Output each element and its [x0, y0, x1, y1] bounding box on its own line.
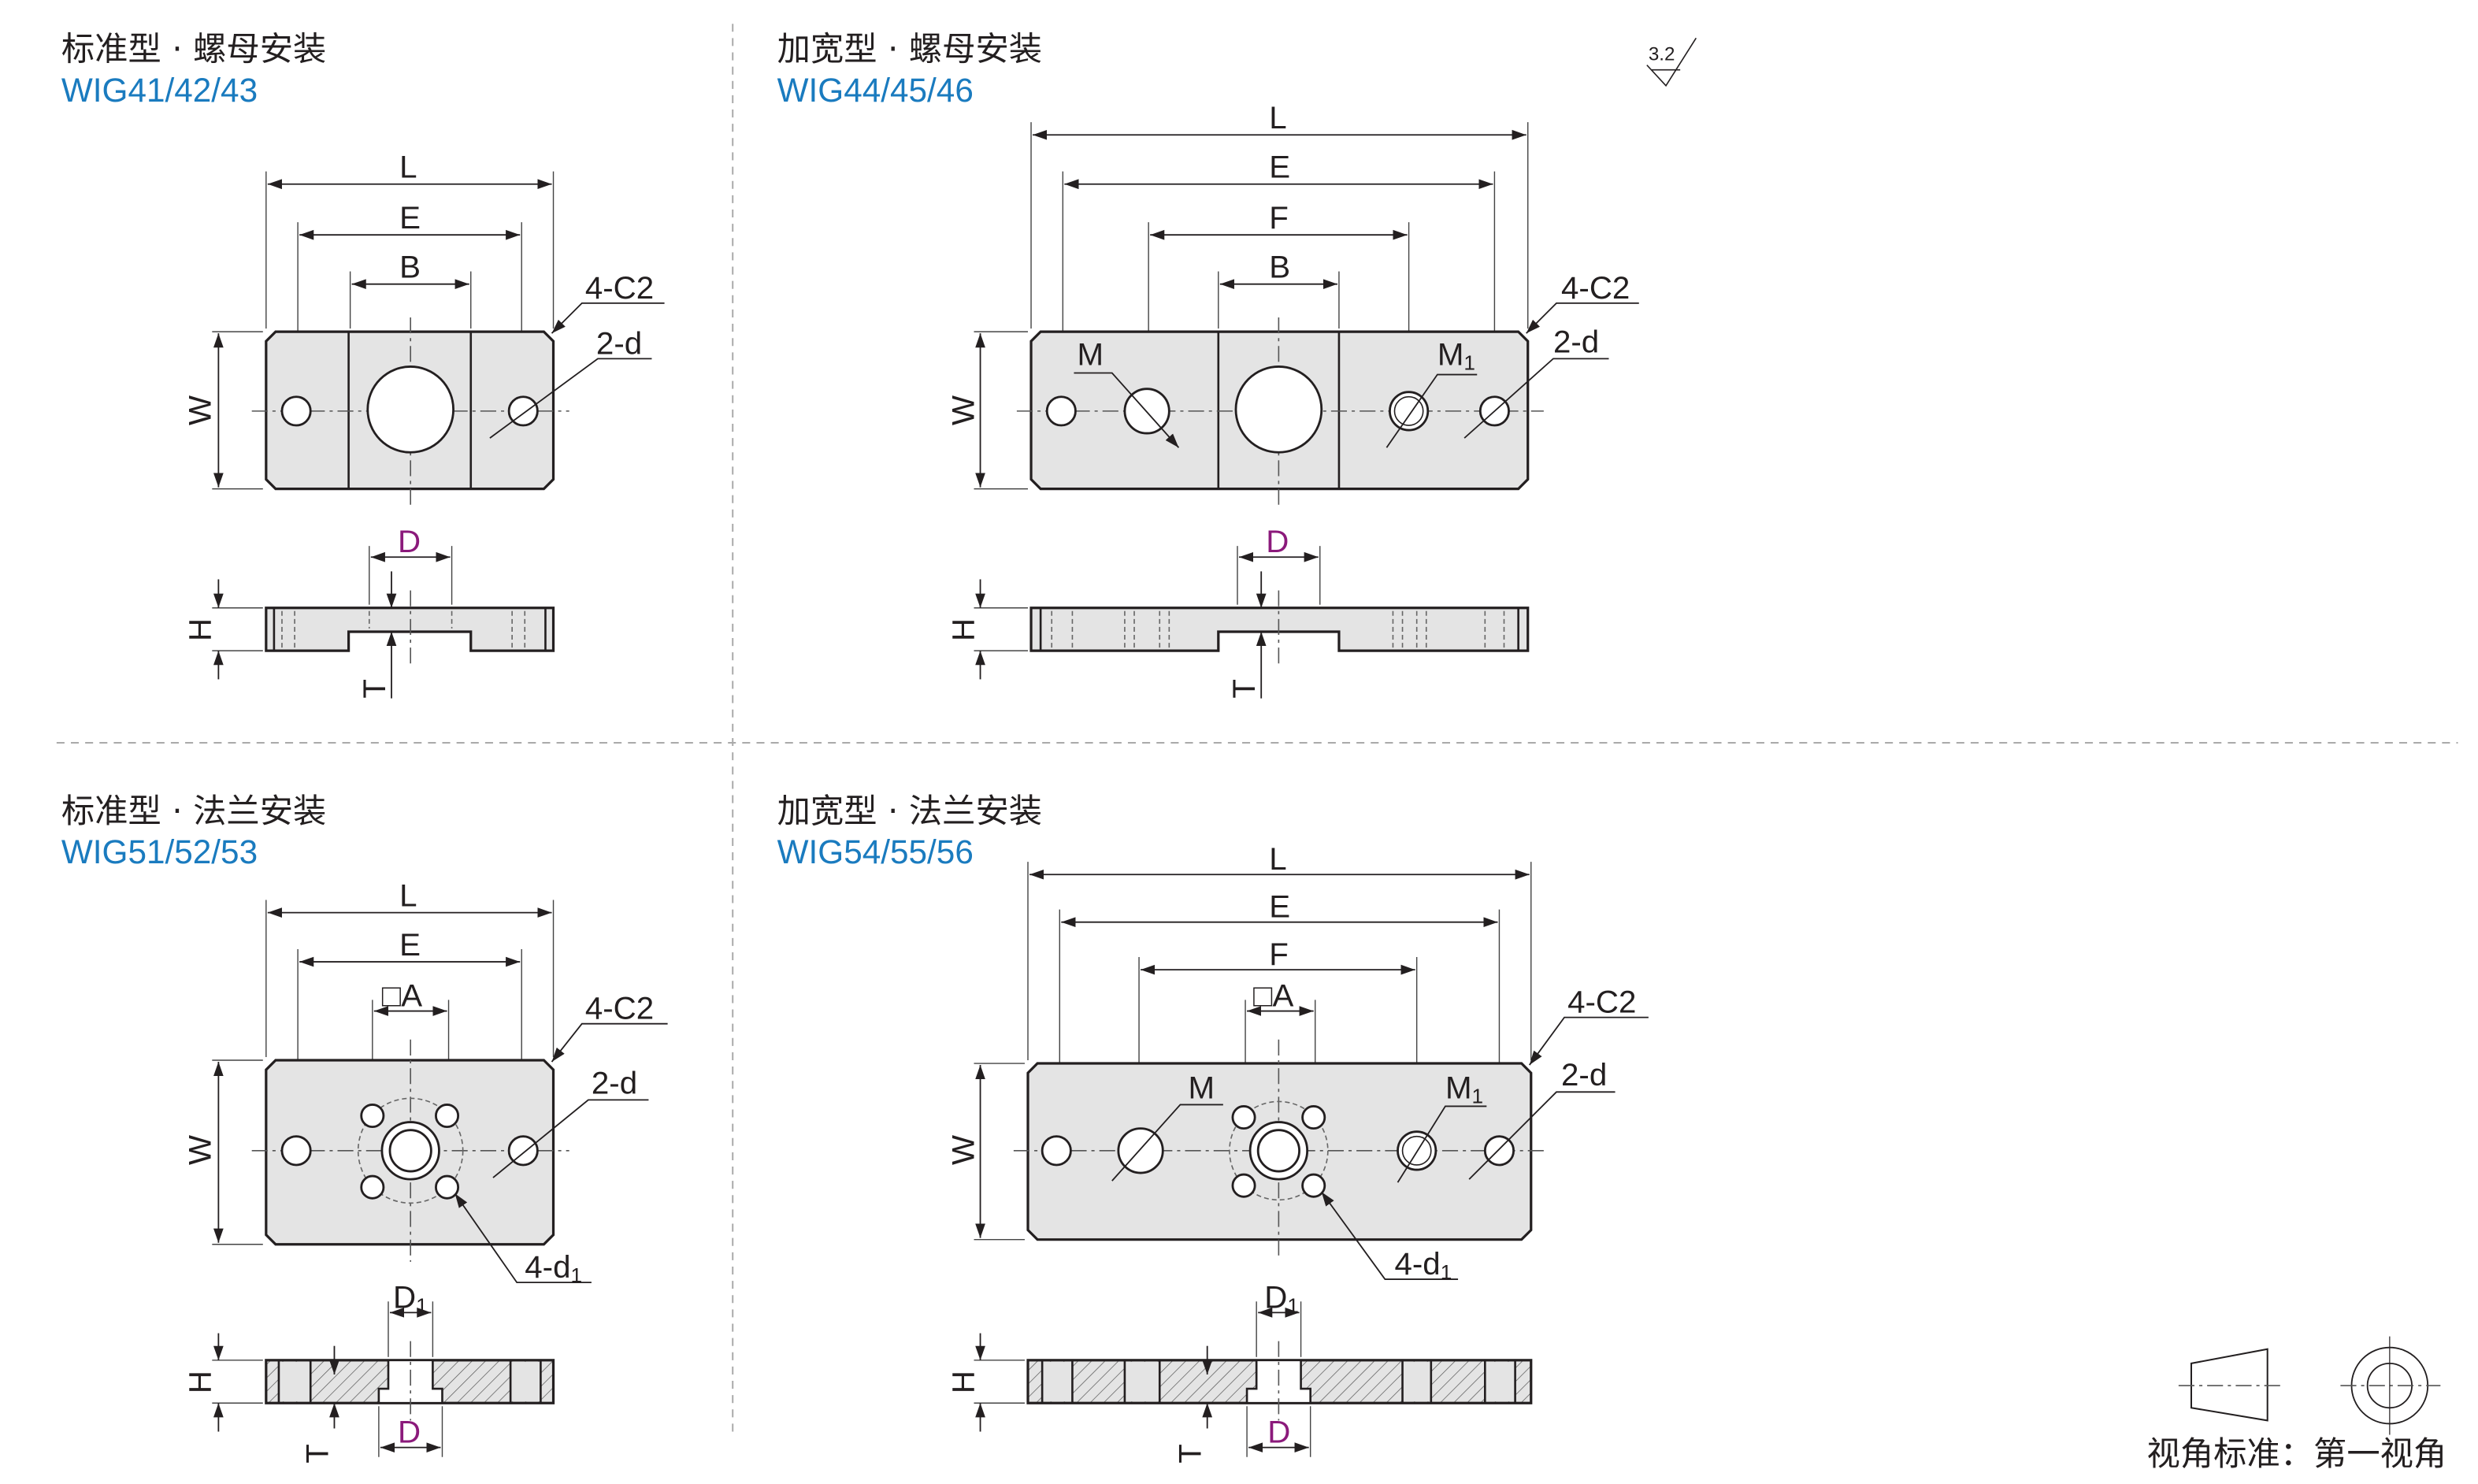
dim-H: H — [182, 1371, 217, 1393]
dim-E: E — [1269, 150, 1290, 185]
dim-E: E — [399, 927, 421, 963]
dim-square-A: □A — [382, 978, 422, 1013]
dim-chamfer: 4-C2 — [585, 270, 654, 306]
dim-flange-holes: 4-d1 — [1394, 1246, 1452, 1284]
panel-wide-nut-side-view: D H T — [945, 524, 1530, 699]
dim-W: W — [945, 1135, 981, 1165]
panel-model: WIG44/45/46 — [777, 72, 974, 109]
dim-W: W — [945, 395, 981, 425]
panel-model: WIG41/42/43 — [61, 72, 258, 109]
dim-T: T — [1173, 1444, 1208, 1464]
dim-D: D — [398, 1415, 421, 1450]
dim-D: D — [1267, 1415, 1290, 1450]
panel-model: WIG51/52/53 — [61, 833, 258, 870]
panel-standard-flange-side-view: D1 D H T — [182, 1279, 555, 1464]
dim-holes: 2-d — [1561, 1057, 1607, 1093]
first-angle-projection-symbol: 视角标准：第一视角 — [2147, 1336, 2447, 1473]
panel-title: 标准型 · 法兰安装 — [61, 792, 326, 830]
panel-title: 加宽型 · 螺母安装 — [777, 30, 1042, 69]
dim-F: F — [1269, 937, 1289, 972]
panel-wide-flange-side-view: D1 D H T — [945, 1279, 1533, 1464]
dim-L: L — [1269, 100, 1286, 135]
projection-note: 视角标准：第一视角 — [2147, 1434, 2447, 1473]
panel-wide-flange-top-view: L E F □A W M M1 4-C2 2-d 4-d1 — [945, 841, 1649, 1284]
dim-T: T — [1226, 679, 1262, 699]
dim-B: B — [399, 250, 421, 285]
panel-standard-nut-top-view: L E B W 4-C2 2-d — [182, 150, 665, 505]
dim-chamfer: 4-C2 — [1561, 270, 1630, 306]
panel-model: WIG54/55/56 — [777, 833, 974, 870]
dim-chamfer: 4-C2 — [585, 991, 654, 1026]
dim-H: H — [182, 618, 217, 641]
dim-F: F — [1269, 200, 1289, 236]
panel-standard-nut-side-view: D H T — [182, 524, 555, 699]
dim-holes: 2-d — [592, 1065, 637, 1100]
dim-holes: 2-d — [1553, 324, 1599, 359]
dim-B: B — [1269, 250, 1290, 285]
dim-D1: D1 — [1264, 1279, 1299, 1317]
panel-title: 加宽型 · 法兰安装 — [777, 792, 1042, 830]
dim-H: H — [945, 1371, 981, 1393]
dim-D: D — [398, 524, 421, 559]
dim-holes: 2-d — [596, 325, 642, 361]
dim-D1: D1 — [393, 1279, 428, 1317]
dim-M: M — [1189, 1070, 1215, 1105]
dim-T: T — [299, 1444, 335, 1464]
dim-L: L — [1269, 841, 1286, 877]
dim-square-A: □A — [1253, 978, 1293, 1013]
dim-M1: M1 — [1437, 336, 1475, 374]
panel-title: 标准型 · 螺母安装 — [61, 30, 326, 69]
dim-M: M — [1077, 336, 1104, 372]
dim-D: D — [1266, 524, 1289, 559]
dim-W: W — [182, 1135, 217, 1165]
dim-W: W — [182, 395, 217, 425]
dim-T: T — [357, 679, 392, 699]
dim-E: E — [1269, 889, 1290, 925]
panel-wide-nut-top-view: L E F B W M M1 4-C2 2-d — [945, 100, 1639, 505]
dim-L: L — [399, 150, 417, 185]
dim-M1: M1 — [1445, 1070, 1483, 1107]
dim-L: L — [399, 878, 417, 914]
surface-roughness-symbol: 3.2 — [1646, 37, 1697, 87]
dim-H: H — [945, 618, 981, 641]
panel-standard-flange-top-view: L E □A W 4-C2 2-d 4-d1 — [182, 878, 668, 1287]
dim-chamfer: 4-C2 — [1567, 985, 1636, 1020]
dim-flange-holes: 4-d1 — [525, 1249, 582, 1287]
svg-text:3.2: 3.2 — [1649, 44, 1675, 65]
dim-E: E — [399, 200, 421, 236]
